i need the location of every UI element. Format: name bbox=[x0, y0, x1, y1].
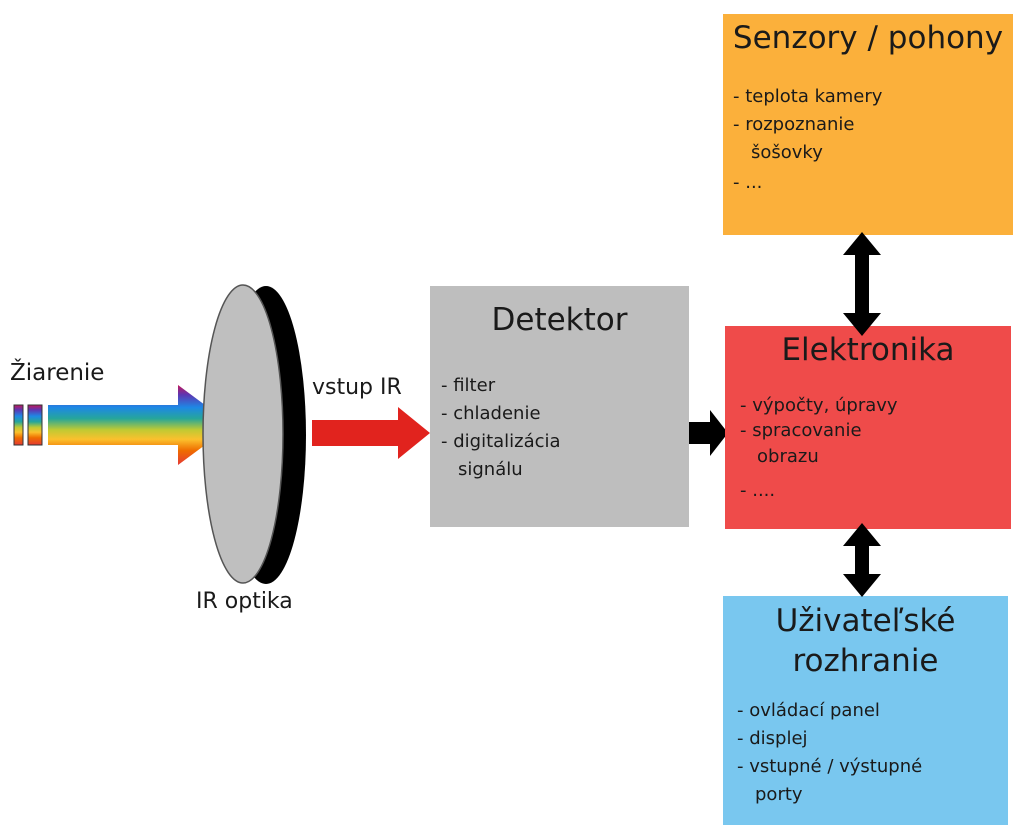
sensors-item: - rozpoznanie bbox=[733, 114, 855, 135]
electronics-item: - výpočty, úpravy bbox=[740, 395, 898, 416]
radiation-label: Žiarenie bbox=[10, 360, 105, 386]
ir-input-arrow bbox=[312, 407, 430, 459]
electronics-item: - spracovanie bbox=[740, 420, 862, 441]
electronics-ui-double-arrow bbox=[843, 523, 881, 597]
detector-box bbox=[430, 286, 689, 527]
ui-title-line1: Uživateľské bbox=[775, 603, 956, 639]
electronics-item: obrazu bbox=[757, 446, 819, 467]
ir-input-label: vstup IR bbox=[312, 375, 402, 400]
radiation-stripe-1 bbox=[13, 404, 24, 446]
electronics-title: Elektronika bbox=[781, 332, 955, 368]
sensors-item: - ... bbox=[733, 172, 763, 193]
detector-title: Detektor bbox=[491, 302, 628, 338]
ui-item: - ovládací panel bbox=[737, 700, 880, 721]
sensors-electronics-double-arrow bbox=[843, 232, 881, 336]
ui-title-line2: rozhranie bbox=[792, 643, 939, 679]
ui-item: - displej bbox=[737, 728, 808, 749]
detector-item: - digitalizácia bbox=[441, 431, 561, 452]
sensors-item: - teplota kamery bbox=[733, 86, 883, 107]
detector-item: - chladenie bbox=[441, 403, 541, 424]
ir-optics-label: IR optika bbox=[196, 589, 293, 614]
electronics-box bbox=[725, 326, 1011, 529]
sensors-item: šošovky bbox=[751, 142, 823, 163]
sensors-title: Senzory / pohony bbox=[732, 20, 1004, 56]
sensors-box bbox=[723, 14, 1013, 235]
ui-item: - vstupné / výstupné bbox=[737, 756, 923, 777]
detector-item: - filter bbox=[441, 375, 496, 396]
detector-to-electronics-arrow bbox=[689, 410, 728, 456]
radiation-stripe-2 bbox=[27, 404, 43, 446]
radiation-arrow bbox=[48, 385, 232, 465]
electronics-item: - .... bbox=[740, 480, 776, 501]
ui-item: porty bbox=[755, 784, 803, 805]
lens-face bbox=[202, 284, 284, 584]
ui-box bbox=[723, 596, 1008, 825]
detector-item: signálu bbox=[458, 459, 523, 480]
